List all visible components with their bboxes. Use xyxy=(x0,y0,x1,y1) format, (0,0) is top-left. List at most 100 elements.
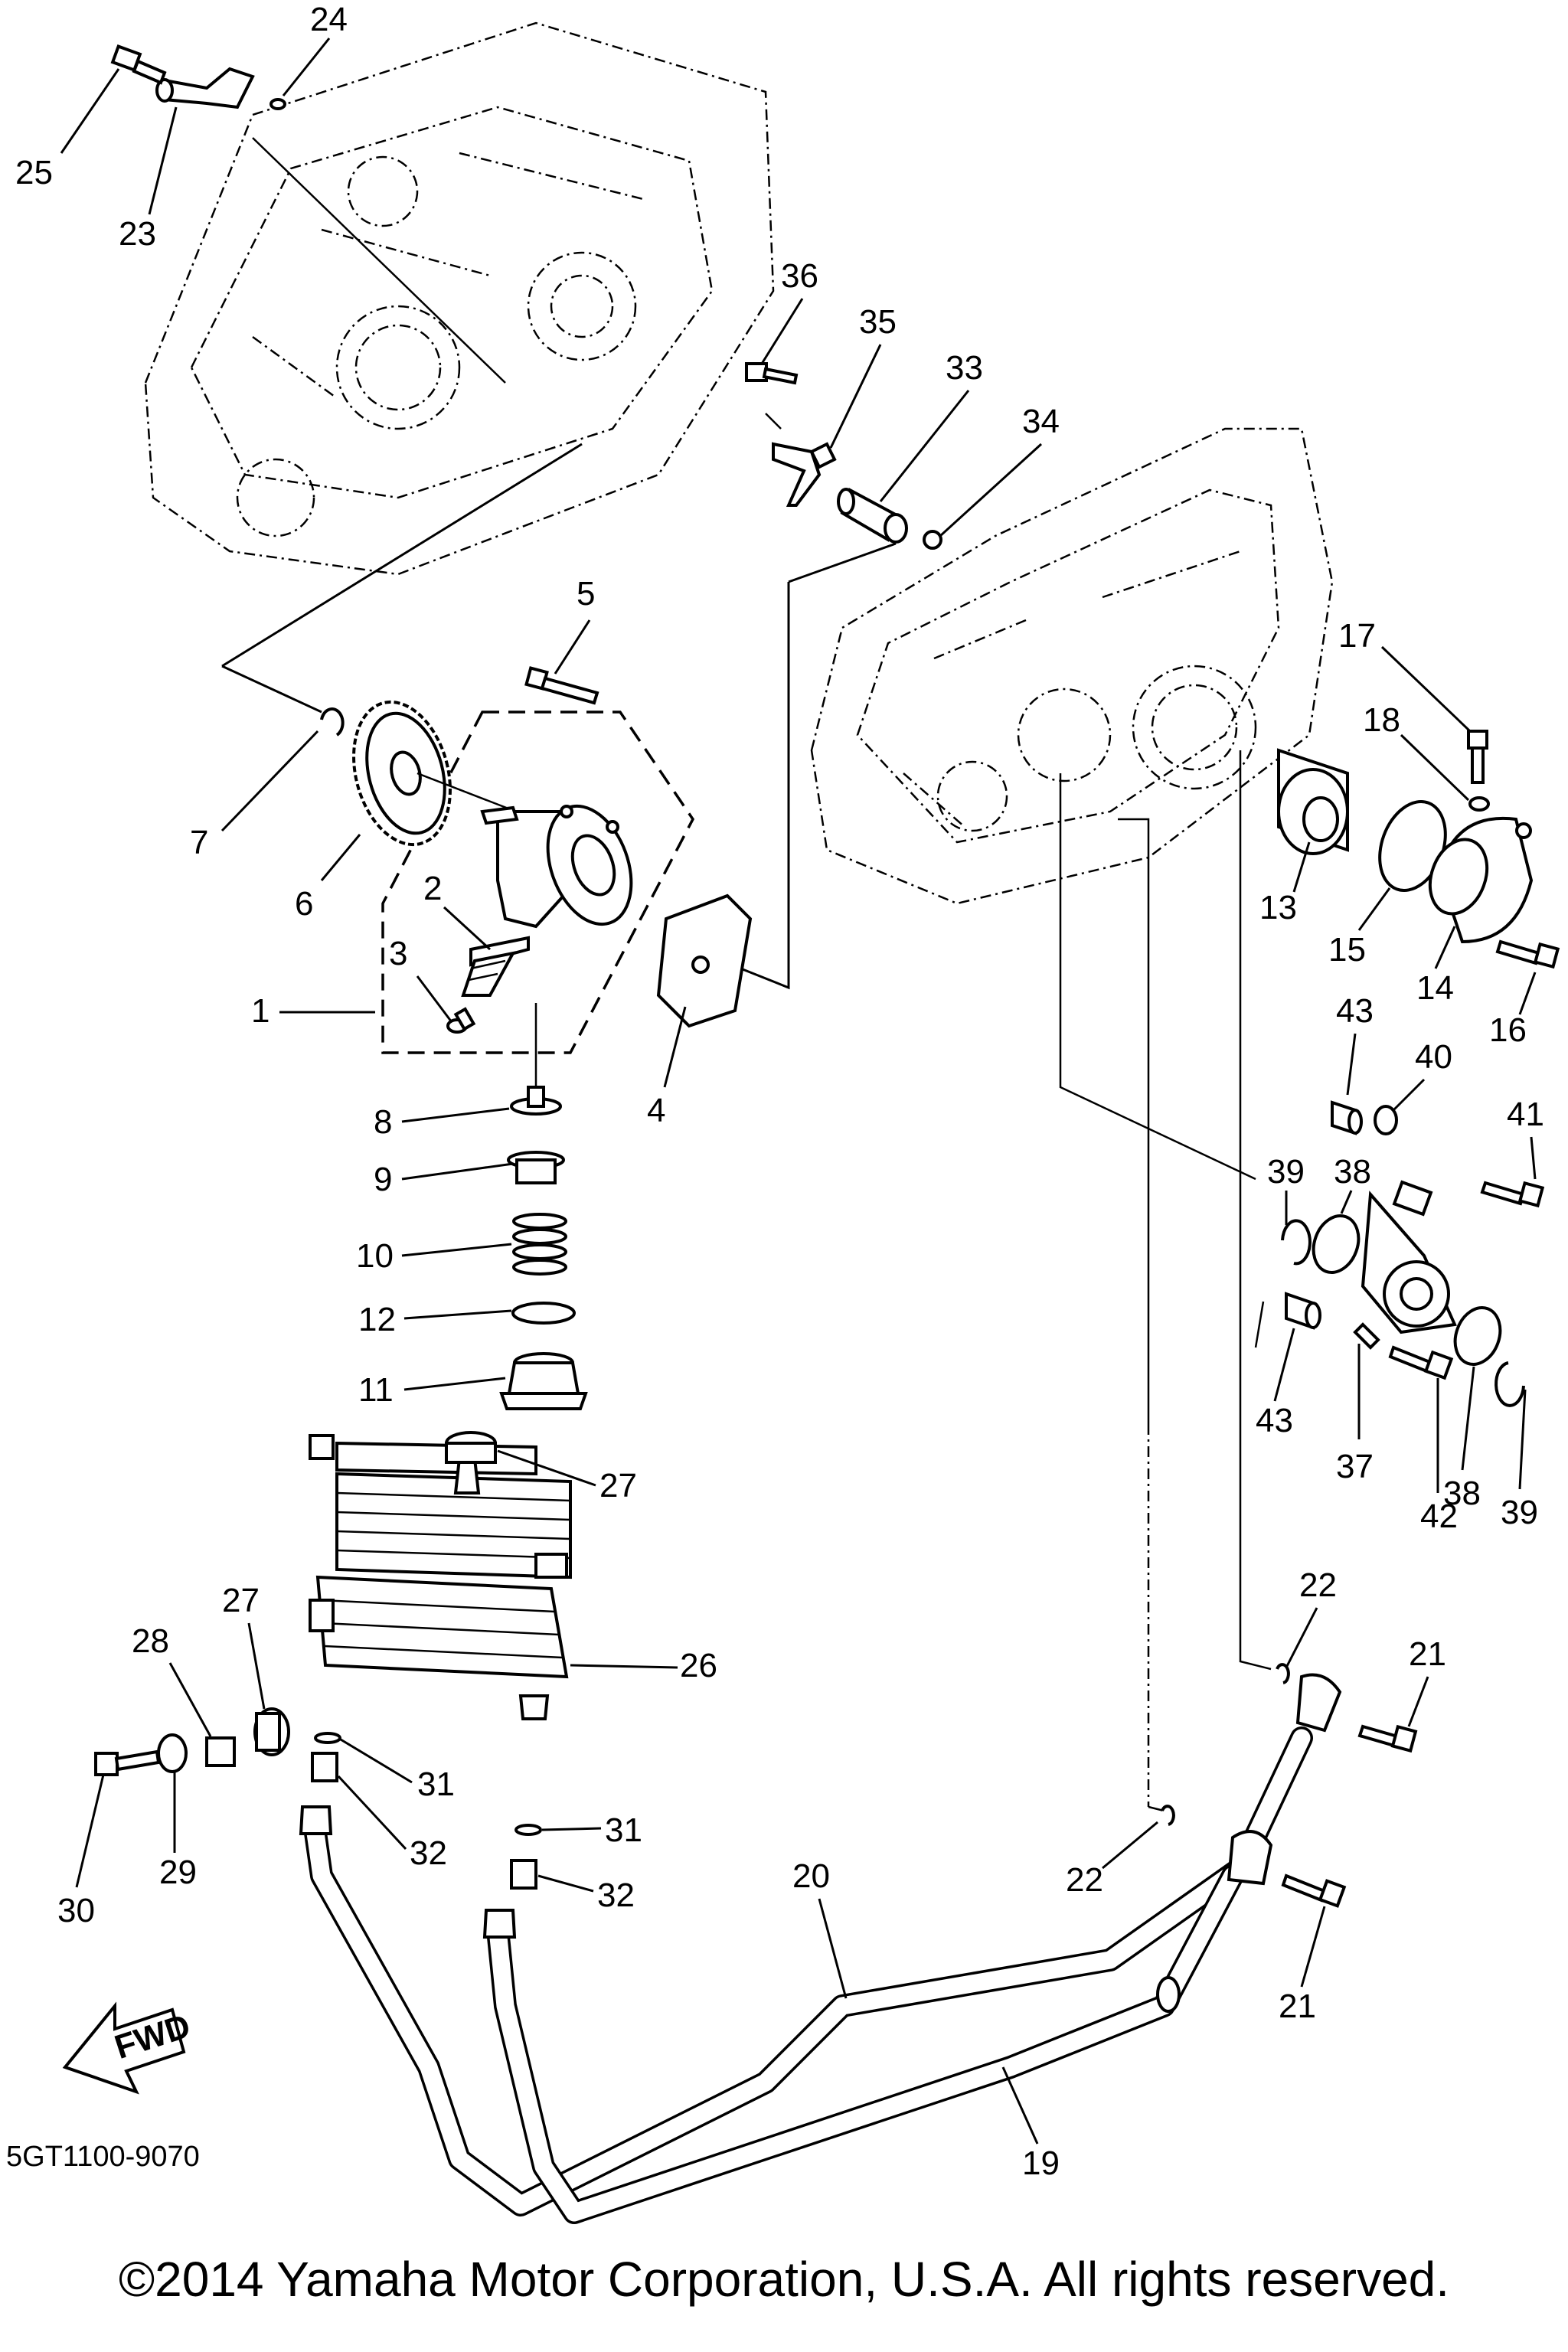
callout-21b: 21 xyxy=(1279,1988,1316,2025)
callout-43b: 43 xyxy=(1256,1402,1293,1439)
callout-39b: 39 xyxy=(1501,1494,1538,1531)
bleed-bolt-washer xyxy=(1468,796,1490,812)
grommet-27a xyxy=(445,1431,497,1464)
callouts: 1 2 3 4 5 6 7 8 9 10 12 11 13 15 14 16 1… xyxy=(15,1,1544,2182)
gear-circlip xyxy=(320,707,345,737)
callout-30: 30 xyxy=(57,1892,95,1929)
callout-3: 3 xyxy=(389,935,407,972)
crankcase-right xyxy=(810,427,1334,905)
callout-33: 33 xyxy=(946,349,983,387)
oil-filter-element xyxy=(1277,748,1349,855)
bolt-41 xyxy=(1480,1181,1545,1208)
callout-40: 40 xyxy=(1415,1038,1452,1076)
callout-16: 16 xyxy=(1489,1011,1527,1049)
copyright-notice: ©2014 Yamaha Motor Corporation, U.S.A. A… xyxy=(118,2252,1450,2307)
drain-plug xyxy=(510,1086,562,1116)
fwd-arrow-icon: FWD xyxy=(62,2001,194,2095)
callout-10: 10 xyxy=(356,1237,394,1275)
callout-8: 8 xyxy=(374,1103,392,1141)
callout-22a: 22 xyxy=(1299,1566,1337,1604)
washer-29 xyxy=(157,1733,188,1773)
collar-28 xyxy=(205,1736,236,1767)
callout-13: 13 xyxy=(1259,889,1297,926)
oil-cooler xyxy=(309,1434,572,1720)
o-ring-31b xyxy=(514,1824,542,1836)
callout-7: 7 xyxy=(190,824,208,861)
callout-6: 6 xyxy=(295,885,313,923)
callout-24: 24 xyxy=(310,1,348,38)
callout-38a: 38 xyxy=(1334,1153,1371,1191)
grommet-27b xyxy=(253,1707,290,1756)
callout-28: 28 xyxy=(132,1622,169,1660)
callout-31a: 31 xyxy=(417,1766,455,1803)
collar-32a xyxy=(311,1752,338,1782)
filter-cover xyxy=(1428,816,1534,944)
callout-25: 25 xyxy=(15,154,53,191)
o-ring-31a xyxy=(314,1732,341,1744)
callout-20: 20 xyxy=(792,1857,830,1895)
bolt-30 xyxy=(94,1749,161,1776)
drain-cap xyxy=(499,1352,588,1410)
oil-pump-body xyxy=(480,804,633,929)
callout-9: 9 xyxy=(374,1161,392,1198)
strainer-screw xyxy=(446,1007,476,1034)
callout-2: 2 xyxy=(423,870,442,907)
oil-pump-arm xyxy=(1353,1180,1457,1350)
washer-40 xyxy=(1374,1105,1398,1135)
bolt-21a xyxy=(1357,1724,1418,1753)
callout-15: 15 xyxy=(1328,931,1366,969)
oil-union-fitting xyxy=(110,44,286,110)
callout-17: 17 xyxy=(1338,617,1376,655)
bolt-21b xyxy=(1281,1873,1347,1908)
callout-34: 34 xyxy=(1022,403,1060,440)
callout-1: 1 xyxy=(251,992,270,1030)
callout-4: 4 xyxy=(647,1092,665,1129)
o-ring-22b xyxy=(1161,1805,1175,1826)
compression-spring xyxy=(512,1213,567,1276)
bearing-38a xyxy=(1312,1214,1361,1274)
crankcase-left xyxy=(144,21,775,576)
collar-43a xyxy=(1331,1100,1363,1135)
oil-hoses xyxy=(299,1673,1342,2224)
bolt-42 xyxy=(1388,1345,1454,1380)
tensioner-assembly xyxy=(745,362,942,550)
oil-strainer xyxy=(461,936,530,997)
callout-36: 36 xyxy=(781,257,818,295)
callout-11: 11 xyxy=(358,1371,394,1409)
callout-29: 29 xyxy=(159,1854,197,1891)
callout-42: 42 xyxy=(1420,1498,1458,1535)
filter-cover-bolt xyxy=(1495,939,1560,969)
callout-32b: 32 xyxy=(597,1877,635,1914)
o-ring xyxy=(511,1302,576,1325)
collar-32b xyxy=(510,1859,537,1890)
callout-5: 5 xyxy=(577,575,595,612)
pump-drive-gear xyxy=(352,700,537,847)
callout-23: 23 xyxy=(119,215,156,253)
catalog-code: 5GT1100-9070 xyxy=(6,2141,200,2173)
collar-43b xyxy=(1285,1292,1321,1330)
pump-bolt xyxy=(524,666,599,705)
callout-32a: 32 xyxy=(410,1834,447,1872)
callout-27b: 27 xyxy=(222,1582,260,1619)
oil-bleed-bolt xyxy=(1467,730,1488,784)
callout-19: 19 xyxy=(1022,2145,1060,2182)
callout-18: 18 xyxy=(1363,701,1400,739)
callout-39a: 39 xyxy=(1267,1153,1305,1191)
o-ring-22a xyxy=(1276,1663,1290,1684)
callout-22b: 22 xyxy=(1066,1861,1103,1899)
callout-35: 35 xyxy=(859,303,897,341)
callout-26: 26 xyxy=(680,1647,717,1684)
callout-12: 12 xyxy=(358,1301,396,1338)
bearing-38b xyxy=(1453,1306,1502,1366)
spring-seat xyxy=(507,1151,565,1184)
callout-21a: 21 xyxy=(1409,1635,1446,1673)
callout-27a: 27 xyxy=(599,1467,637,1504)
callout-31b: 31 xyxy=(605,1811,642,1849)
callout-38b: 38 xyxy=(1443,1475,1481,1512)
callout-41: 41 xyxy=(1507,1096,1544,1133)
circlip-39b xyxy=(1494,1361,1525,1407)
callout-43a: 43 xyxy=(1336,992,1374,1030)
callout-37: 37 xyxy=(1336,1448,1374,1485)
callout-14: 14 xyxy=(1416,969,1454,1007)
